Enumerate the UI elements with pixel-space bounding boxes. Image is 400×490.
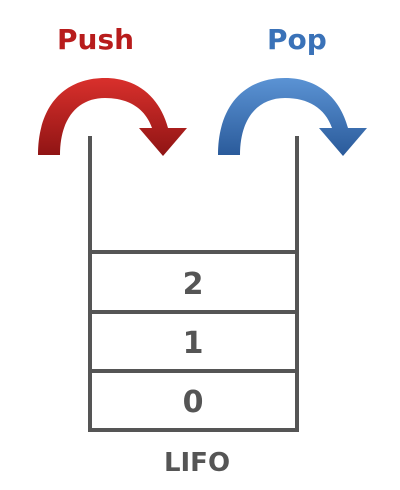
stack-item-middle: 1: [183, 326, 204, 361]
push-label: Push: [57, 23, 135, 56]
lifo-caption: LIFO: [164, 448, 230, 478]
stack-item-top: 2: [183, 267, 204, 302]
push-arrow-icon: [38, 78, 187, 156]
pop-arrow-icon: [218, 78, 367, 156]
stack-container: [88, 136, 299, 432]
pop-label: Pop: [267, 23, 327, 56]
stack-item-bottom: 0: [183, 385, 204, 420]
